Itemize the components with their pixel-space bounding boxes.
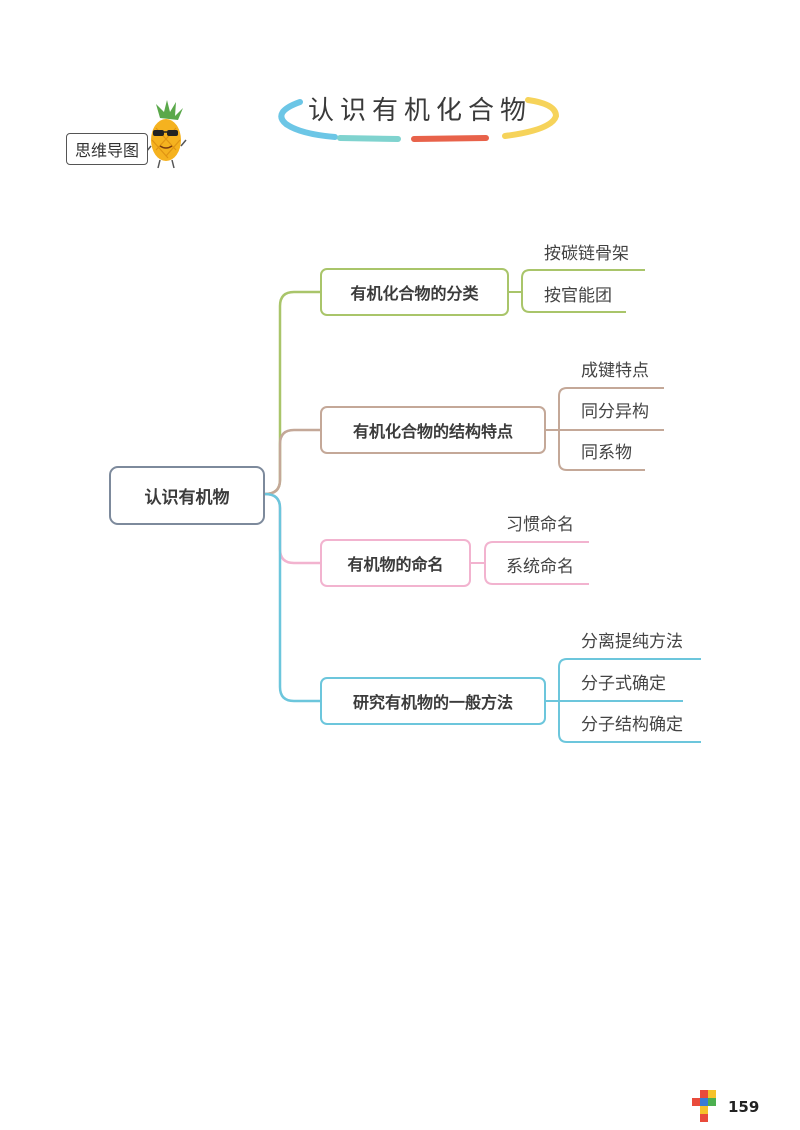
leaf-node: 分子结构确定 — [581, 715, 683, 735]
connector-leaf-3-2 — [484, 563, 589, 585]
connector-branch-1 — [264, 290, 320, 496]
leaf-node: 分子式确定 — [581, 674, 666, 694]
branch-node-structure: 有机化合物的结构特点 — [320, 406, 546, 454]
connector-leaf-4-1 — [546, 658, 701, 702]
leaf-node: 系统命名 — [506, 557, 574, 577]
connector-leaf-2-3 — [558, 430, 645, 471]
connector-leaf-1-1 — [509, 269, 645, 293]
connector-leaf-3-1 — [471, 541, 589, 564]
publisher-logo-icon — [692, 1090, 716, 1122]
title-arc-left — [278, 99, 338, 140]
leaf-node: 分离提纯方法 — [581, 632, 683, 652]
leaf-node: 按碳链骨架 — [544, 244, 629, 264]
connector-leaf-4-3 — [558, 701, 701, 743]
pineapple-icon — [145, 100, 187, 169]
connector-branch-3 — [264, 492, 320, 565]
title-arc-bottom-teal — [337, 135, 401, 142]
title-arc-right — [502, 97, 560, 139]
leaf-node: 成键特点 — [581, 361, 649, 381]
branch-node-naming: 有机物的命名 — [320, 539, 471, 587]
page-number: 159 — [728, 1098, 760, 1116]
page-title: 认识有机化合物 — [307, 95, 532, 126]
branch-node-classification: 有机化合物的分类 — [320, 268, 509, 316]
connector-branch-4 — [264, 492, 320, 703]
leaf-node: 习惯命名 — [506, 515, 574, 535]
connector-leaf-2-1 — [546, 387, 664, 431]
title-arc-bottom-red — [411, 135, 489, 142]
root-node: 认识有机物 — [109, 466, 265, 525]
branch-node-methods: 研究有机物的一般方法 — [320, 677, 546, 725]
leaf-node: 同分异构 — [581, 402, 649, 422]
leaf-node: 同系物 — [581, 443, 632, 463]
mind-map-badge: 思维导图 — [66, 133, 148, 165]
leaf-node: 按官能团 — [544, 286, 612, 306]
connector-leaf-1-2 — [521, 292, 626, 313]
connector-branch-2 — [264, 428, 320, 496]
